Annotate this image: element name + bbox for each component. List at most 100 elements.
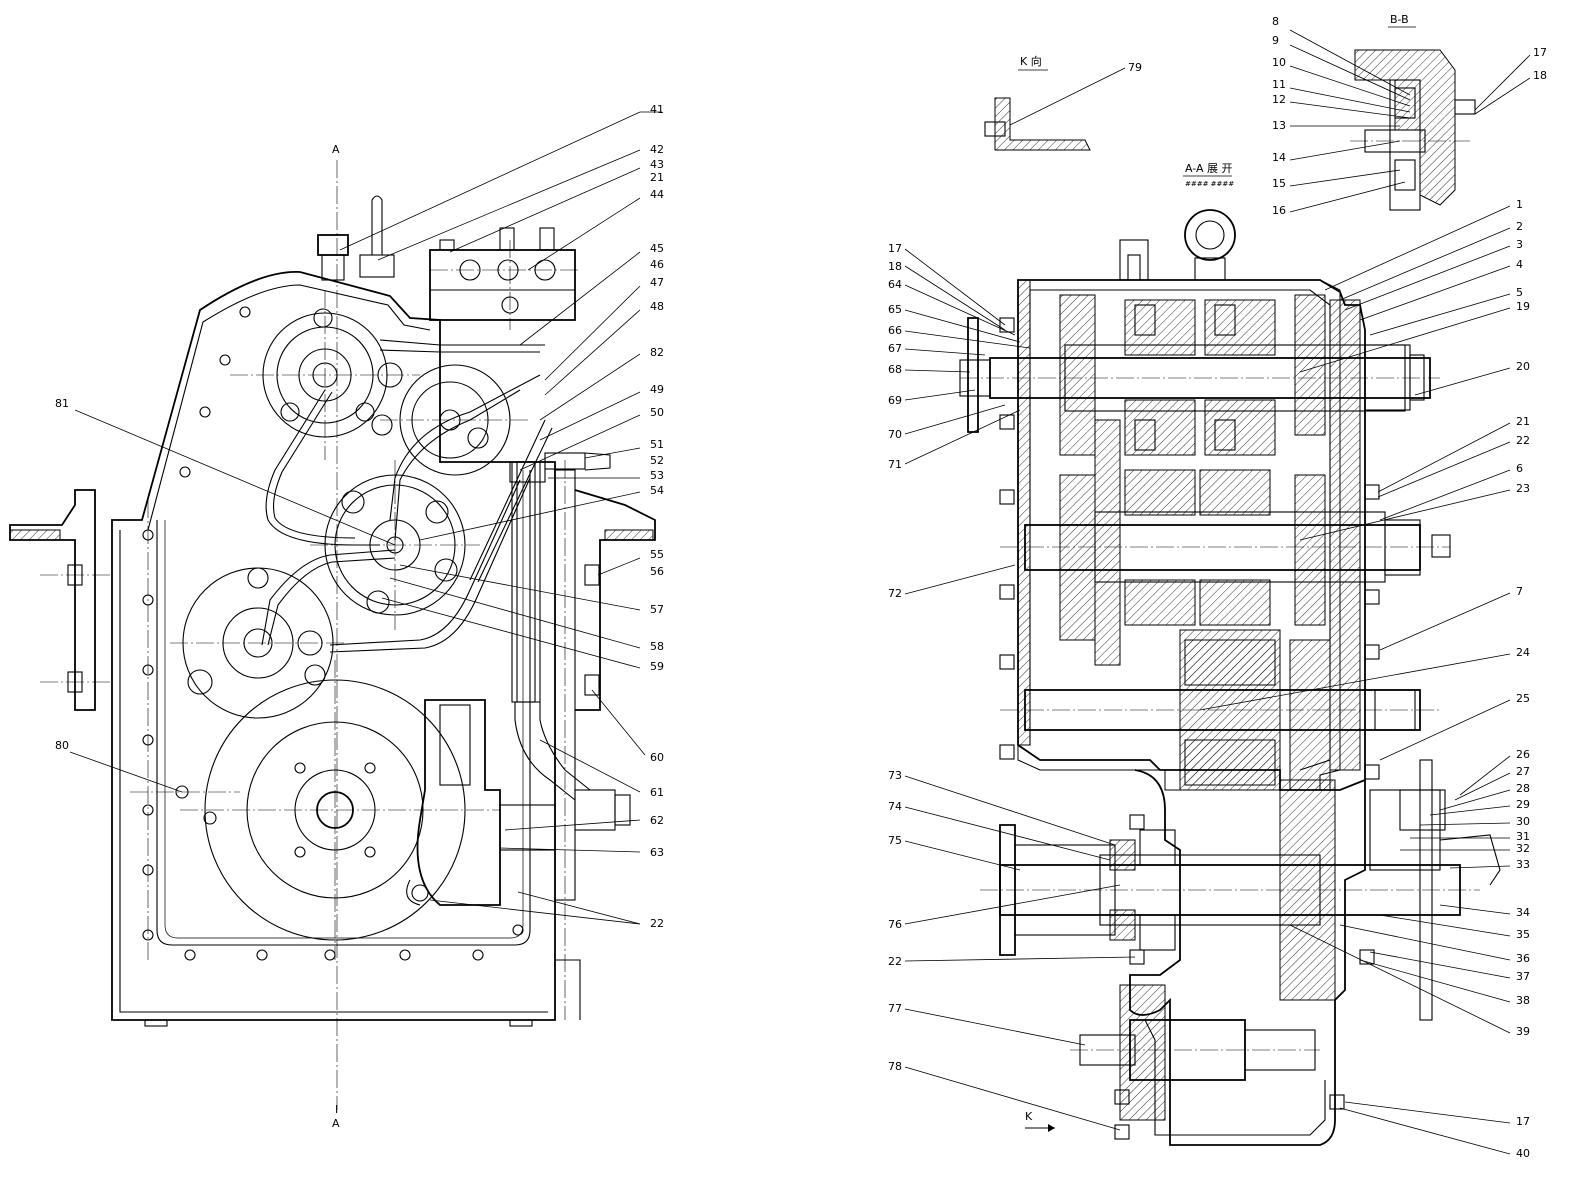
housing-bolt-circles — [142, 306, 524, 961]
callout-57: 57 — [650, 603, 664, 616]
section-a-bottom-label-1: I — [335, 1103, 338, 1116]
callout-56: 56 — [650, 565, 664, 578]
callout-3: 3 — [1516, 238, 1523, 251]
callout-16: 16 — [1272, 204, 1286, 217]
callout-49: 49 — [650, 383, 664, 396]
callout-23: 23 — [1516, 482, 1530, 495]
callout-45: 45 — [650, 242, 664, 255]
callout-60: 60 — [650, 751, 664, 764]
callout-54: 54 — [650, 484, 664, 497]
callout-34: 34 — [1516, 906, 1530, 919]
callout-22-right: 22 — [1516, 434, 1530, 447]
callout-26: 26 — [1516, 748, 1530, 761]
callout-51: 51 — [650, 438, 664, 451]
callout-81: 81 — [55, 397, 69, 410]
callout-8: 8 — [1272, 15, 1279, 28]
aa-left-callouts: 17 18 64 65 66 67 68 69 70 71 72 73 74 7… — [888, 242, 1136, 1131]
callout-62: 62 — [650, 814, 664, 827]
callout-42: 42 — [650, 143, 664, 156]
callout-67: 67 — [888, 342, 902, 355]
section-bb-title: B-B — [1390, 13, 1409, 26]
callout-64: 64 — [888, 278, 902, 291]
callout-7: 7 — [1516, 585, 1523, 598]
section-a-bottom-label-2: A — [332, 1117, 340, 1130]
callout-39: 39 — [1516, 1025, 1530, 1038]
callout-36: 36 — [1516, 952, 1530, 965]
callout-46: 46 — [650, 258, 664, 271]
section-aa: A-A 展 开 #### #### — [959, 162, 1501, 1146]
callout-29: 29 — [1516, 798, 1530, 811]
callout-1: 1 — [1516, 198, 1523, 211]
callout-77: 77 — [888, 1002, 902, 1015]
callout-17-bottom: 17 — [1516, 1115, 1530, 1128]
callout-22-left: 22 — [650, 917, 664, 930]
callout-78: 78 — [888, 1060, 902, 1073]
callout-11: 11 — [1272, 78, 1286, 91]
callout-22-aa: 22 — [888, 955, 902, 968]
callout-25: 25 — [1516, 692, 1530, 705]
callout-68: 68 — [888, 363, 902, 376]
callout-33: 33 — [1516, 858, 1530, 871]
section-bb: B-B 8 9 10 11 12 13 14 15 16 — [1272, 13, 1547, 217]
callout-20: 20 — [1516, 360, 1530, 373]
callout-30: 30 — [1516, 815, 1530, 828]
k-arrow-label: K — [1025, 1110, 1033, 1123]
callout-61: 61 — [650, 786, 664, 799]
callout-18-bb: 18 — [1533, 69, 1547, 82]
callout-27: 27 — [1516, 765, 1530, 778]
callout-32: 32 — [1516, 842, 1530, 855]
callout-31: 31 — [1516, 830, 1530, 843]
section-a-top-label: A — [332, 143, 340, 156]
callout-73: 73 — [888, 769, 902, 782]
callout-21: 21 — [650, 171, 664, 184]
callout-5: 5 — [1516, 286, 1523, 299]
section-aa-subtitle: #### #### — [1185, 180, 1234, 188]
callout-28: 28 — [1516, 782, 1530, 795]
view-k: K 向 79 — [984, 54, 1142, 151]
section-aa-title: A-A 展 开 — [1185, 162, 1233, 175]
callout-44: 44 — [650, 188, 664, 201]
view-k-title: K 向 — [1020, 54, 1042, 68]
callout-40: 40 — [1516, 1147, 1530, 1160]
bb-callouts: 8 9 10 11 12 13 14 15 16 17 18 — [1272, 15, 1547, 217]
callout-17-bb: 17 — [1533, 46, 1547, 59]
callout-55: 55 — [650, 548, 664, 561]
callout-24: 24 — [1516, 646, 1530, 659]
left-callouts: 41 42 43 21 44 45 46 47 48 82 49 50 51 5… — [55, 103, 664, 930]
callout-82: 82 — [650, 346, 664, 359]
callout-43: 43 — [650, 158, 664, 171]
left-view: A I A — [9, 143, 656, 1130]
callout-74: 74 — [888, 800, 902, 813]
callout-50: 50 — [650, 406, 664, 419]
callout-70: 70 — [888, 428, 902, 441]
callout-52: 52 — [650, 454, 664, 467]
callout-66: 66 — [888, 324, 902, 337]
callout-10: 10 — [1272, 56, 1286, 69]
callout-58: 58 — [650, 640, 664, 653]
callout-9: 9 — [1272, 34, 1279, 47]
callout-19: 19 — [1516, 300, 1530, 313]
callout-59: 59 — [650, 660, 664, 673]
callout-72: 72 — [888, 587, 902, 600]
callout-15: 15 — [1272, 177, 1286, 190]
callout-69: 69 — [888, 394, 902, 407]
callout-75: 75 — [888, 834, 902, 847]
callout-65: 65 — [888, 303, 902, 316]
callout-37: 37 — [1516, 970, 1530, 983]
callout-53: 53 — [650, 469, 664, 482]
callout-13: 13 — [1272, 119, 1286, 132]
callout-48: 48 — [650, 300, 664, 313]
callout-6: 6 — [1516, 462, 1523, 475]
callout-80: 80 — [55, 739, 69, 752]
callout-18-aa: 18 — [888, 260, 902, 273]
aa-right-callouts: 1 2 3 4 5 19 20 21 22 6 23 7 24 25 26 27… — [1199, 198, 1530, 1160]
callout-12: 12 — [1272, 93, 1286, 106]
callout-38: 38 — [1516, 994, 1530, 1007]
callout-76: 76 — [888, 918, 902, 931]
gearbox-housing-outline — [111, 271, 556, 1021]
callout-35: 35 — [1516, 928, 1530, 941]
callout-17-aa: 17 — [888, 242, 902, 255]
callout-2: 2 — [1516, 220, 1523, 233]
